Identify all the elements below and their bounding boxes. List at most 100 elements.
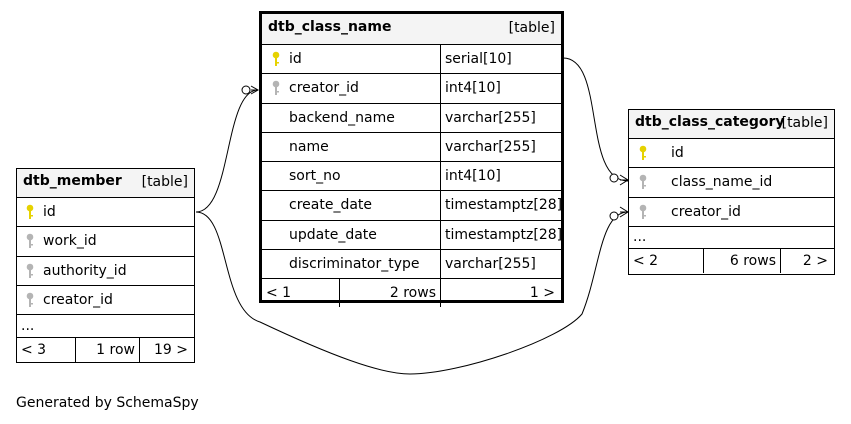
footer-row-count: 6 rows bbox=[704, 248, 781, 273]
table-name: dtb_class_name bbox=[268, 19, 392, 35]
table-dtb-class-category[interactable]: dtb_class_category [table] id class_name_… bbox=[628, 109, 835, 275]
foreign-key-icon bbox=[26, 263, 34, 278]
table-header: dtb_class_category [table] bbox=[629, 110, 834, 139]
column-name-cell: authority_id bbox=[17, 257, 194, 285]
footer-parents[interactable]: < 1 bbox=[262, 279, 340, 307]
table-header: dtb_member [table] bbox=[17, 169, 194, 198]
column-type: serial[10] bbox=[445, 51, 512, 68]
footer-row-count: 2 rows bbox=[340, 279, 441, 307]
edge-optional-marker bbox=[609, 211, 619, 221]
column-type: int4[10] bbox=[445, 80, 501, 97]
column-name-cell: update_date bbox=[262, 220, 441, 249]
column-name-cell: discriminator_type bbox=[262, 249, 441, 278]
foreign-key-icon bbox=[26, 292, 34, 307]
column-type: timestamptz[28] bbox=[445, 226, 563, 243]
more-columns: ... bbox=[629, 227, 834, 249]
footer-row-count: 1 row bbox=[76, 338, 140, 362]
more-columns-label: ... bbox=[21, 318, 35, 334]
table-footer: < 3 1 row 19 > bbox=[17, 338, 194, 362]
column-type: int4[10] bbox=[445, 168, 501, 185]
footer-children[interactable]: 2 > bbox=[802, 252, 828, 269]
table-footer: < 1 2 rows 1 > bbox=[262, 279, 561, 307]
more-columns-label: ... bbox=[633, 229, 647, 246]
table-name: dtb_member bbox=[23, 173, 122, 189]
column-row-creator-id[interactable]: creator_id bbox=[17, 286, 194, 315]
column-row-id[interactable]: id bbox=[17, 198, 194, 228]
column-name-cell: creator_id bbox=[17, 286, 194, 314]
column-name: create_date bbox=[289, 197, 373, 214]
column-name-cell: backend_name bbox=[262, 103, 441, 132]
column-name-cell: creator_id bbox=[262, 74, 441, 103]
column-type: varchar[255] bbox=[445, 138, 536, 155]
column-name-cell: create_date bbox=[262, 191, 441, 220]
footer-parents[interactable]: < 2 bbox=[629, 248, 704, 273]
column-row-discriminator-type[interactable]: discriminator_type varchar[255] bbox=[262, 249, 561, 279]
column-row-name[interactable]: name varchar[255] bbox=[262, 132, 561, 162]
column-row-work-id[interactable]: work_id bbox=[17, 227, 194, 257]
primary-key-icon bbox=[272, 51, 280, 67]
edge-class-name-to-category bbox=[562, 57, 629, 182]
table-header: dtb_class_name [table] bbox=[262, 14, 561, 45]
column-name: update_date bbox=[289, 226, 377, 243]
primary-key-icon bbox=[26, 204, 34, 220]
column-name-cell: id bbox=[629, 139, 834, 167]
edge-member-to-category bbox=[195, 211, 629, 375]
column-name: authority_id bbox=[43, 262, 127, 279]
more-columns: ... bbox=[17, 315, 194, 338]
column-name: creator_id bbox=[289, 80, 359, 97]
column-name: class_name_id bbox=[671, 174, 773, 191]
column-name: backend_name bbox=[289, 109, 395, 126]
column-name-cell: sort_no bbox=[262, 162, 441, 191]
edge-crowfoot bbox=[619, 174, 629, 186]
column-type: varchar[255] bbox=[445, 255, 536, 272]
generated-by-label: Generated by SchemaSpy bbox=[16, 395, 199, 411]
table-tag: [table] bbox=[141, 174, 188, 190]
foreign-key-icon bbox=[639, 204, 647, 219]
column-name-cell: id bbox=[17, 198, 194, 226]
column-row-create-date[interactable]: create_date timestamptz[28] bbox=[262, 191, 563, 221]
edge-member-to-class-name bbox=[195, 89, 259, 213]
table-dtb-class-name[interactable]: dtb_class_name [table] id serial[10] creat… bbox=[259, 11, 564, 307]
column-row-class-name-id[interactable]: class_name_id bbox=[629, 168, 834, 198]
table-tag: [table] bbox=[781, 115, 828, 131]
column-row-sort-no[interactable]: sort_no int4[10] bbox=[262, 162, 561, 192]
column-row-creator-id[interactable]: creator_id int4[10] bbox=[262, 74, 561, 104]
column-row-update-date[interactable]: update_date timestamptz[28] bbox=[262, 220, 563, 250]
footer-parents[interactable]: < 3 bbox=[17, 338, 76, 362]
column-row-backend-name[interactable]: backend_name varchar[255] bbox=[262, 103, 561, 133]
column-name: work_id bbox=[43, 233, 97, 250]
column-type: timestamptz[28] bbox=[445, 197, 563, 214]
column-type: varchar[255] bbox=[445, 109, 536, 126]
edge-crowfoot bbox=[619, 206, 629, 218]
edge-optional-marker bbox=[241, 85, 251, 95]
column-name-cell: creator_id bbox=[629, 198, 834, 226]
column-name: discriminator_type bbox=[289, 255, 420, 272]
column-name: sort_no bbox=[289, 168, 341, 185]
foreign-key-icon bbox=[272, 81, 280, 96]
column-row-creator-id[interactable]: creator_id bbox=[629, 198, 834, 227]
edge-optional-marker bbox=[609, 173, 619, 183]
footer-children[interactable]: 1 > bbox=[529, 285, 555, 301]
column-name: id bbox=[671, 145, 684, 162]
column-name: id bbox=[289, 51, 302, 68]
column-row-id[interactable]: id bbox=[629, 139, 834, 169]
column-name: creator_id bbox=[671, 203, 741, 220]
column-name-cell: name bbox=[262, 132, 441, 161]
column-name: name bbox=[289, 138, 329, 155]
footer-children[interactable]: 19 > bbox=[154, 342, 188, 358]
table-footer: < 2 6 rows 2 > bbox=[629, 248, 834, 273]
table-name: dtb_class_category bbox=[635, 114, 785, 130]
edge-crowfoot bbox=[250, 85, 260, 95]
column-name: creator_id bbox=[43, 291, 113, 308]
foreign-key-icon bbox=[639, 175, 647, 190]
primary-key-icon bbox=[639, 145, 647, 161]
table-tag: [table] bbox=[508, 20, 555, 36]
column-row-authority-id[interactable]: authority_id bbox=[17, 257, 194, 286]
column-name-cell: class_name_id bbox=[629, 168, 834, 196]
foreign-key-icon bbox=[26, 234, 34, 249]
column-name: id bbox=[43, 204, 56, 221]
column-row-id[interactable]: id serial[10] bbox=[262, 45, 561, 75]
column-name-cell: work_id bbox=[17, 227, 194, 255]
table-dtb-member[interactable]: dtb_member [table] id work_id authority_id… bbox=[16, 168, 195, 363]
